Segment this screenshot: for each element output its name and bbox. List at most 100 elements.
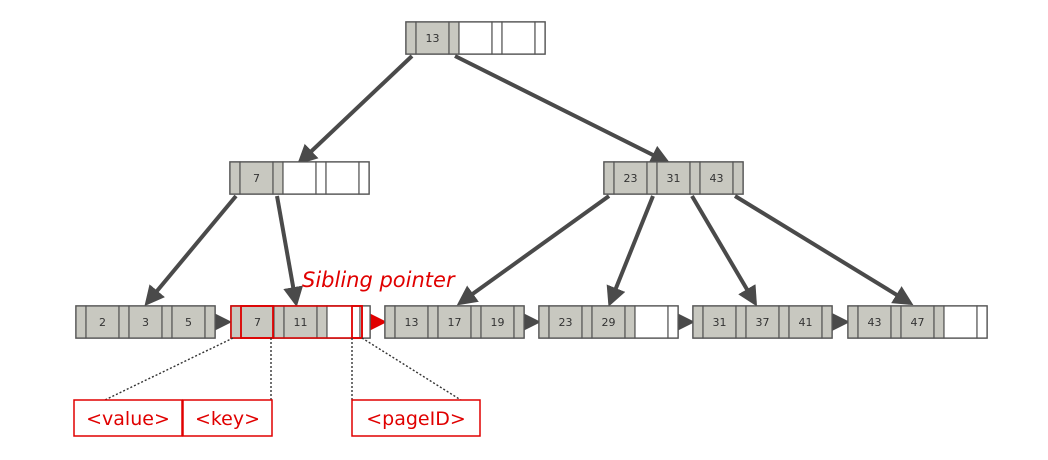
pointer-slot xyxy=(933,305,945,339)
edge-inner-left-to-leaf-1 xyxy=(144,194,238,307)
key-label: 13 xyxy=(405,316,419,329)
key-label: 23 xyxy=(624,172,638,185)
leaf-entry-highlights xyxy=(230,305,363,339)
key-slot xyxy=(613,161,648,195)
empty-key-slot xyxy=(634,305,669,339)
key-slot xyxy=(415,21,450,55)
pointer-slot xyxy=(513,305,525,339)
edge-root-to-inner-right xyxy=(454,54,671,164)
key-slot xyxy=(239,161,274,195)
key-label: 31 xyxy=(667,172,681,185)
node-leaf-4: 23 29 xyxy=(538,305,679,339)
edge-inner-right-to-leaf-6 xyxy=(733,194,914,306)
edge-inner-right-to-leaf-4 xyxy=(606,195,655,307)
callout-pageid-label: <pageID> xyxy=(366,408,466,430)
pointer-slot xyxy=(491,21,503,55)
key-label: 2 xyxy=(99,316,106,329)
callout-value-box xyxy=(73,399,183,437)
key-label: 17 xyxy=(448,316,462,329)
edge-root-to-inner-left xyxy=(297,54,414,165)
empty-key-slot xyxy=(326,305,361,339)
pointer-slot xyxy=(646,161,658,195)
empty-key-slot xyxy=(501,21,536,55)
pointer-slot xyxy=(976,305,988,339)
empty-key-slot xyxy=(943,305,978,339)
pointer-slot xyxy=(229,161,241,195)
pointer-slot xyxy=(534,21,546,55)
key-label: 43 xyxy=(710,172,724,185)
key-slot xyxy=(548,305,583,339)
node-root: 13 xyxy=(405,21,546,55)
pointer-slot xyxy=(735,305,747,339)
key-label: 19 xyxy=(491,316,505,329)
key-label: 31 xyxy=(713,316,727,329)
key-slot xyxy=(857,305,892,339)
edge-inner-right-to-leaf-5 xyxy=(690,194,758,307)
pointer-slot xyxy=(778,305,790,339)
key-label: 41 xyxy=(799,316,813,329)
pointer-slot xyxy=(315,161,327,195)
pointer-slot xyxy=(732,161,744,195)
key-label: 29 xyxy=(602,316,616,329)
key-label: 47 xyxy=(911,316,925,329)
pointer-slot xyxy=(624,305,636,339)
pointer-slot xyxy=(448,21,460,55)
node-leaf-3: 13 17 19 xyxy=(384,305,525,339)
key-slot xyxy=(702,305,737,339)
empty-key-slot xyxy=(282,161,317,195)
pointer-slot xyxy=(427,305,439,339)
key-label: 11 xyxy=(294,316,308,329)
pointer-slot xyxy=(359,305,371,339)
key-slot xyxy=(656,161,691,195)
pointer-slot xyxy=(847,305,859,339)
pointer-slot xyxy=(538,305,550,339)
node-leaf-1: 2 3 5 xyxy=(75,305,216,339)
callout-key-box xyxy=(182,399,273,437)
pointer-slot xyxy=(821,305,833,339)
key-slot xyxy=(900,305,935,339)
pointer-slot xyxy=(405,21,417,55)
key-slot xyxy=(788,305,823,339)
pointer-slot xyxy=(384,305,396,339)
pointer-slot xyxy=(272,161,284,195)
pointer-slot xyxy=(230,305,242,339)
callout-value-label: <value> xyxy=(86,408,170,430)
key-slot xyxy=(85,305,120,339)
pointer-slot xyxy=(316,305,328,339)
pointer-slot xyxy=(470,305,482,339)
pointer-slot xyxy=(204,305,216,339)
pointer-slot xyxy=(689,161,701,195)
pointer-slot xyxy=(161,305,173,339)
key-slot xyxy=(128,305,163,339)
key-label: 3 xyxy=(142,316,149,329)
key-label: 13 xyxy=(426,32,440,45)
highlight-key-box xyxy=(240,305,274,339)
pointer-slot xyxy=(358,161,370,195)
pointer-slot xyxy=(118,305,130,339)
empty-key-slot xyxy=(325,161,360,195)
pointer-slot xyxy=(890,305,902,339)
edge-inner-right-to-leaf-3 xyxy=(456,194,611,306)
callout-labels: <value> <key> <pageID> xyxy=(73,399,481,437)
node-inner-left: 7 xyxy=(229,161,370,195)
key-label: 23 xyxy=(559,316,573,329)
pointer-slot xyxy=(75,305,87,339)
pointer-slot xyxy=(692,305,704,339)
callout-pageid-box xyxy=(351,399,481,437)
node-inner-right: 23 31 43 xyxy=(603,161,744,195)
edge-inner-left-to-leaf-2 xyxy=(275,195,304,307)
key-label: 7 xyxy=(253,172,260,185)
callout-key-label: <key> xyxy=(195,408,260,430)
pointer-slot xyxy=(581,305,593,339)
key-label: 5 xyxy=(185,316,192,329)
key-slot xyxy=(591,305,626,339)
pointer-slot xyxy=(603,161,615,195)
empty-key-slot xyxy=(458,21,493,55)
highlight-pageid-box xyxy=(351,305,363,339)
pointer-slot xyxy=(667,305,679,339)
